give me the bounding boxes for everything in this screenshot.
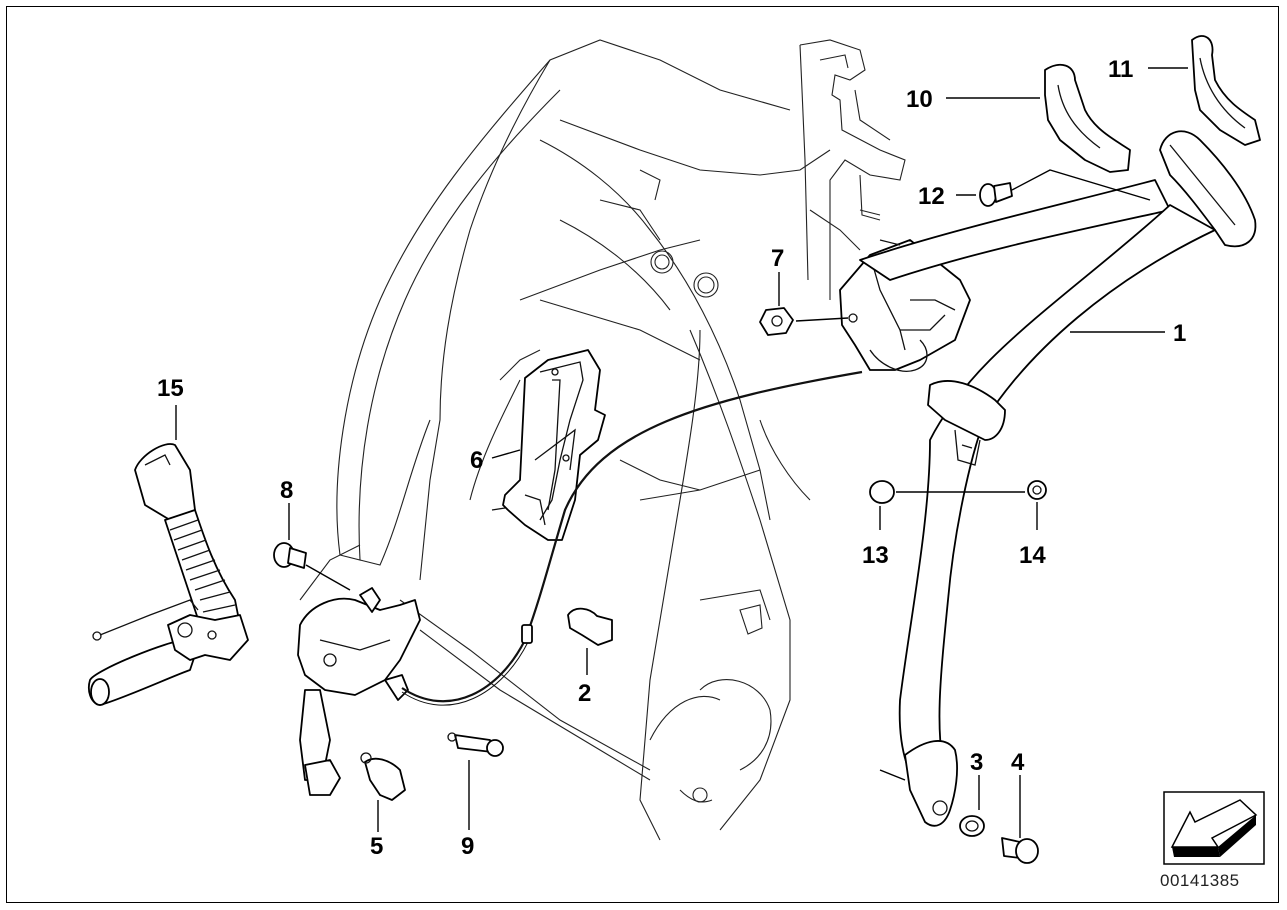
callout-8: 8 bbox=[280, 477, 293, 504]
screw-part-12 bbox=[979, 182, 1013, 207]
callout-9: 9 bbox=[461, 833, 474, 860]
clip-part-5 bbox=[360, 752, 406, 801]
automatic-belt-reel bbox=[839, 130, 1257, 827]
cap-part-13 bbox=[869, 480, 895, 504]
callout-10: 10 bbox=[906, 86, 933, 113]
document-id: 00141385 bbox=[1160, 871, 1240, 890]
height-adjuster-plate bbox=[491, 349, 606, 541]
screw-part-8 bbox=[273, 542, 351, 591]
diagram-frame bbox=[6, 6, 1279, 903]
bolt-part-4 bbox=[1001, 837, 1039, 864]
pillar-bracket bbox=[799, 39, 906, 300]
callout-1: 1 bbox=[1173, 320, 1186, 347]
arrow-down-left-icon[interactable] bbox=[1163, 791, 1265, 865]
hex-nut-part-7 bbox=[759, 307, 794, 336]
callout-6: 6 bbox=[470, 447, 483, 474]
bolt-part-9 bbox=[447, 732, 504, 757]
callout-14: 14 bbox=[1019, 542, 1046, 569]
callout-5: 5 bbox=[370, 833, 383, 860]
belt-lock-mechanism bbox=[297, 370, 863, 796]
callout-7: 7 bbox=[771, 245, 784, 272]
callout-3: 3 bbox=[970, 749, 983, 776]
callout-2: 2 bbox=[578, 680, 591, 707]
washer-part-3 bbox=[959, 815, 985, 837]
callout-13: 13 bbox=[862, 542, 889, 569]
cover-part-11 bbox=[1191, 35, 1261, 146]
callout-4: 4 bbox=[1011, 749, 1025, 776]
callout-labels: 1 2 3 4 5 6 7 8 9 10 11 12 13 14 15 bbox=[157, 56, 1186, 860]
callout-11: 11 bbox=[1108, 56, 1133, 83]
callout-12: 12 bbox=[918, 183, 945, 210]
cover-part-10 bbox=[1044, 63, 1131, 173]
clip-part-2 bbox=[567, 607, 613, 646]
belt-buckle-part-15 bbox=[87, 443, 249, 706]
seat-frame-outline bbox=[299, 39, 881, 841]
nut-part-14 bbox=[1027, 480, 1047, 500]
leader-lines bbox=[175, 67, 1188, 838]
callout-15: 15 bbox=[157, 375, 184, 402]
